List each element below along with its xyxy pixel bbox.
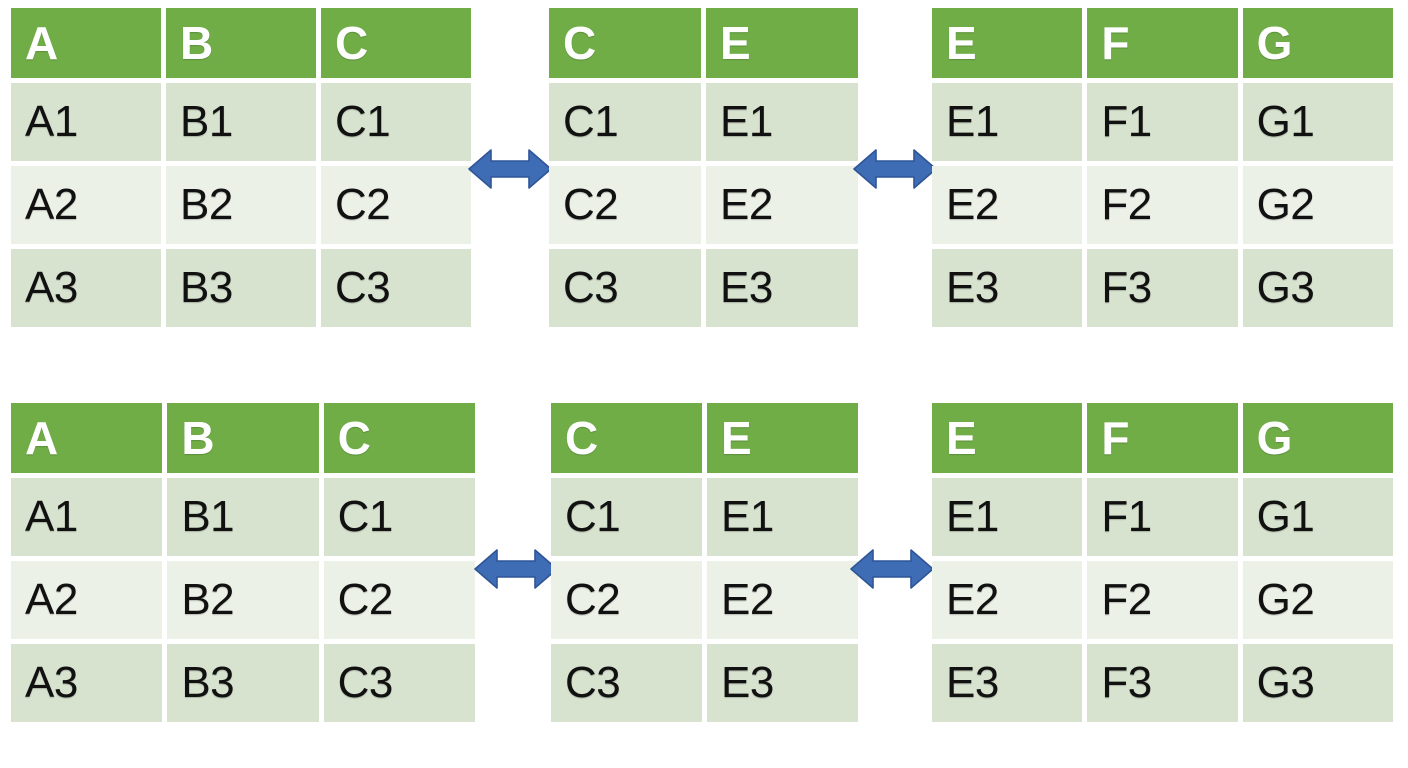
table-cell: E2 [932,561,1083,639]
table-cell: C2 [323,561,475,639]
table-cell: C2 [551,561,702,639]
column-header: E [707,403,858,473]
table-cell: B2 [167,561,319,639]
column-header: F [1087,8,1238,78]
column-header: C [321,8,471,78]
column-header: A [11,8,161,78]
table-cell: A3 [11,644,163,722]
table-cell: A3 [11,249,161,327]
table-cell: G3 [1242,644,1393,722]
column-header: F [1087,403,1238,473]
table-cell: F1 [1087,478,1238,556]
table-cell: C3 [323,644,475,722]
top-group: A B C A1 B1 C1 A2 B2 C2 A3 B3 C3 C E C1 … [0,0,1408,340]
table-cell: E3 [707,644,858,722]
column-header: E [932,403,1083,473]
table-cell: F2 [1087,561,1238,639]
double-headed-arrow-icon [473,547,559,591]
column-header: B [167,403,319,473]
double-headed-arrow-icon [467,147,553,191]
column-header: G [1242,8,1393,78]
table-cell: C3 [549,249,701,327]
table-cell: A1 [11,83,161,161]
table-cell: B2 [166,166,316,244]
table-cell: E1 [707,478,858,556]
table-cell: E1 [932,478,1083,556]
table-abc-bottom: A B C A1 B1 C1 A2 B2 C2 A3 B3 C3 [11,403,475,722]
column-header: C [549,8,701,78]
table-cell: B1 [166,83,316,161]
table-cell: A2 [11,166,161,244]
column-header: E [932,8,1083,78]
table-cell: F2 [1087,166,1238,244]
double-headed-arrow-icon [849,547,935,591]
column-header: B [166,8,316,78]
column-header: A [11,403,163,473]
table-cell: B3 [167,644,319,722]
table-cell: F3 [1087,644,1238,722]
table-cell: E2 [707,561,858,639]
table-cell: F1 [1087,83,1238,161]
bottom-group: A B C A1 B1 C1 A2 B2 C2 A3 B3 C3 C E C1 … [0,395,1408,768]
table-abc-top: A B C A1 B1 C1 A2 B2 C2 A3 B3 C3 [11,8,471,327]
table-cell: E2 [932,166,1083,244]
column-header: C [323,403,475,473]
table-cell: G2 [1242,561,1393,639]
table-ce-top: C E C1 E1 C2 E2 C3 E3 [549,8,858,327]
table-cell: C3 [551,644,702,722]
column-header: E [706,8,858,78]
table-cell: C3 [321,249,471,327]
table-cell: A2 [11,561,163,639]
column-header: G [1242,403,1393,473]
table-efg-bottom: E F G E1 F1 G1 E2 F2 G2 E3 F3 G3 [932,403,1393,722]
table-cell: C1 [323,478,475,556]
table-cell: C1 [551,478,702,556]
table-cell: C1 [321,83,471,161]
table-cell: G1 [1242,478,1393,556]
double-headed-arrow-icon [852,147,938,191]
table-cell: C2 [549,166,701,244]
table-cell: E1 [932,83,1083,161]
table-cell: E1 [706,83,858,161]
table-efg-top: E F G E1 F1 G1 E2 F2 G2 E3 F3 G3 [932,8,1393,327]
table-cell: F3 [1087,249,1238,327]
table-cell: A1 [11,478,163,556]
table-ce-bottom: C E C1 E1 C2 E2 C3 E3 [551,403,858,722]
table-cell: G1 [1242,83,1393,161]
table-cell: C2 [321,166,471,244]
table-cell: E3 [932,249,1083,327]
table-cell: E3 [932,644,1083,722]
table-cell: C1 [549,83,701,161]
table-cell: E3 [706,249,858,327]
column-header: C [551,403,702,473]
table-cell: E2 [706,166,858,244]
table-cell: B1 [167,478,319,556]
table-cell: B3 [166,249,316,327]
table-cell: G2 [1242,166,1393,244]
table-cell: G3 [1242,249,1393,327]
